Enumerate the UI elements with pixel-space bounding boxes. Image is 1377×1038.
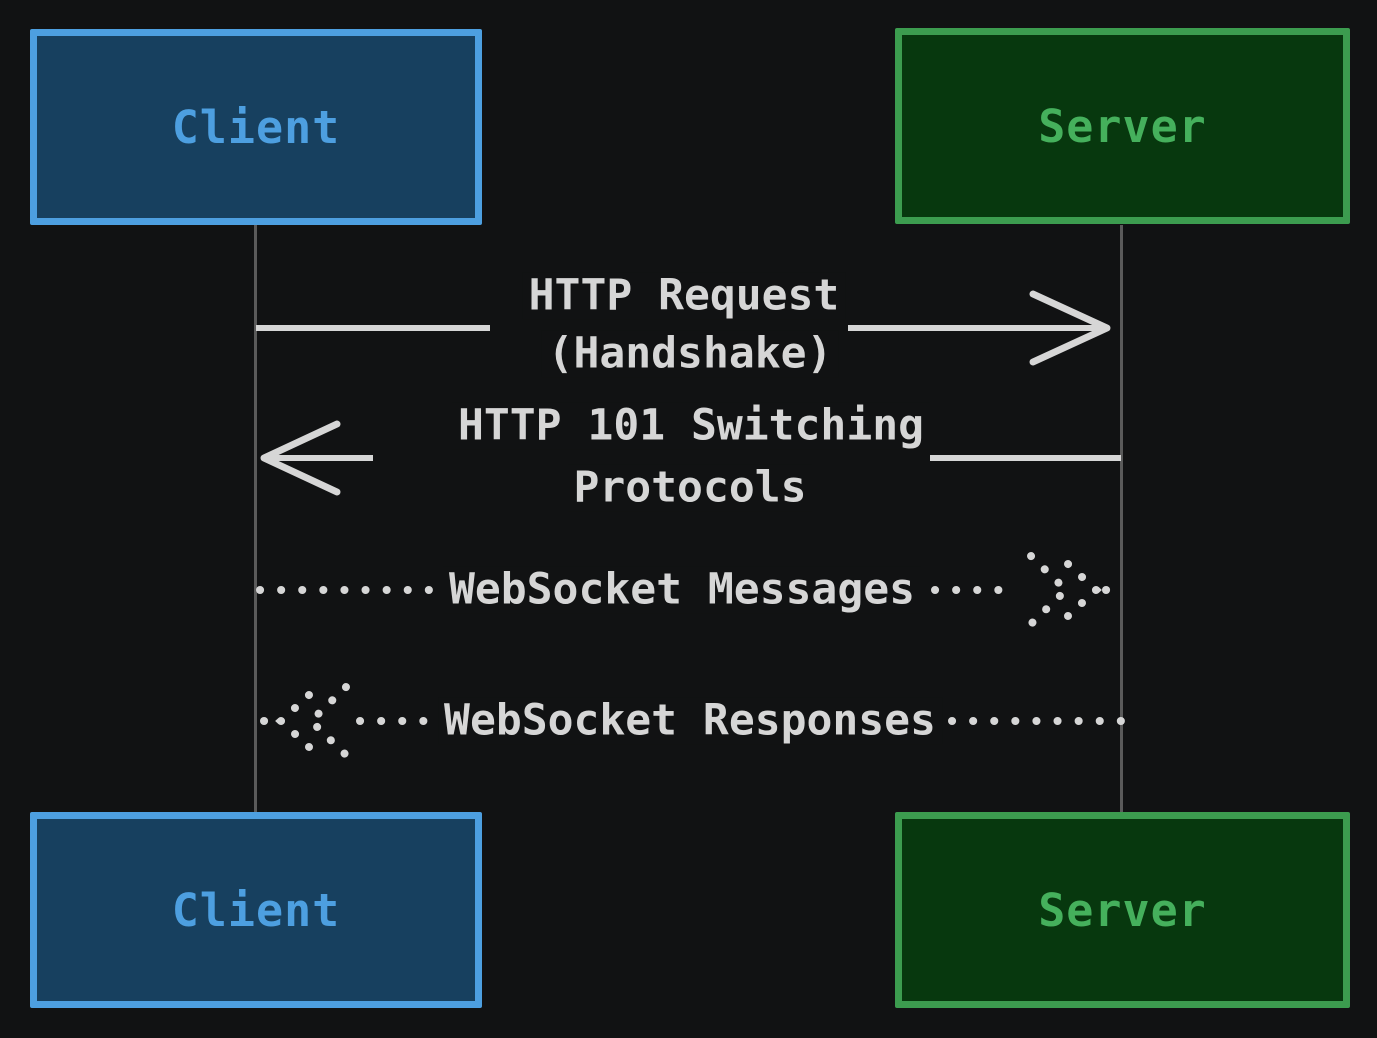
client-actor-box-bottom: Client (30, 812, 482, 1008)
message-label-handshake: (Handshake) (541, 330, 839, 378)
message-label-protocols: Protocols (567, 464, 813, 512)
message-label-websocket-messages: WebSocket Messages (443, 566, 921, 614)
websocket-responses-arrow (260, 683, 1127, 759)
server-actor-box-top: Server (895, 28, 1350, 224)
message-label-http-101: HTTP 101 Switching (452, 402, 930, 450)
server-label: Server (1038, 883, 1207, 937)
server-actor-box-bottom: Server (895, 812, 1350, 1008)
http-101-arrow (260, 420, 1121, 496)
message-label-http-request: HTTP Request (522, 272, 846, 320)
client-label: Client (171, 100, 341, 154)
http-request-arrow (256, 290, 1111, 366)
client-actor-box-top: Client (30, 29, 482, 225)
client-label: Client (171, 883, 341, 937)
message-label-websocket-responses: WebSocket Responses (438, 697, 942, 745)
server-label: Server (1038, 99, 1207, 153)
websocket-messages-arrow (256, 552, 1111, 628)
